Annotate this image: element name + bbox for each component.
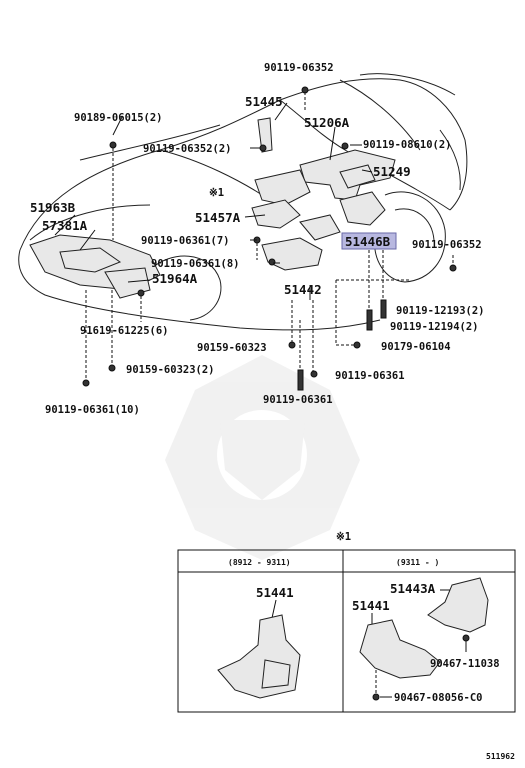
diagram-id: 511962 — [486, 752, 515, 761]
label-90119-12193: 90119-12193(2) — [396, 305, 485, 317]
part-51445-stay[interactable] — [257, 117, 273, 153]
label-90119-06361-7: 90119-06361(7) — [141, 235, 230, 247]
label-57381A: 57381A — [42, 218, 88, 233]
part-51441-right-cover[interactable] — [359, 619, 441, 679]
label-90119-08610: 90119-08610(2) — [363, 139, 452, 151]
inset-label-51443A: 51443A — [390, 581, 436, 596]
leader-lines — [54, 92, 454, 380]
part-51457A-cover[interactable] — [251, 199, 301, 229]
inset-panel: ※1 (8912 - 9311) (9311 - ) 51441 51443A … — [177, 531, 516, 713]
watermark-logo — [165, 355, 360, 560]
inset-right-range: (9311 - ) — [396, 558, 439, 567]
part-labels: 90119-06352 51445 51206A 90189-06015(2) … — [30, 62, 485, 416]
label-91619-61225: 91619-61225(6) — [80, 325, 169, 337]
part-51441-left-cover[interactable] — [217, 614, 301, 699]
label-90119-06361-a: 90119-06361 — [335, 370, 405, 382]
label-90159-60323-2: 90159-60323(2) — [126, 364, 215, 376]
label-51445: 51445 — [245, 94, 283, 109]
highlight-51446B — [341, 232, 397, 250]
note-mark-1: ※1 — [209, 187, 224, 199]
label-51457A: 51457A — [195, 210, 241, 225]
label-90189-06015: 90189-06015(2) — [74, 112, 163, 124]
part-51442-bracket[interactable] — [339, 191, 386, 226]
label-90119-06352-top: 90119-06352 — [264, 62, 334, 74]
inset-left-range: (8912 - 9311) — [228, 558, 291, 567]
label-90119-12194: 90119-12194(2) — [390, 321, 479, 333]
inset-label-51441-right: 51441 — [352, 598, 390, 613]
inset-note-mark: ※1 — [336, 531, 351, 543]
label-51206A: 51206A — [304, 115, 350, 130]
inset-label-90467-11038: 90467-11038 — [430, 658, 500, 670]
label-90119-06352-right: 90119-06352 — [412, 239, 482, 251]
inset-label-51441-left: 51441 — [256, 585, 294, 600]
part-51446B-cover[interactable] — [261, 214, 341, 271]
label-90119-06361-10: 90119-06361(10) — [45, 404, 140, 416]
part-51443A-cover[interactable] — [427, 577, 489, 633]
label-51442: 51442 — [284, 282, 322, 297]
label-51249: 51249 — [373, 164, 411, 179]
label-90119-06361-8: 90119-06361(8) — [151, 258, 240, 270]
label-90119-06361-b: 90119-06361 — [263, 394, 333, 406]
label-90179-06104: 90179-06104 — [381, 341, 451, 353]
label-51446B: 51446B — [345, 234, 391, 249]
inset-label-90467-08056: 90467-08056-C0 — [394, 692, 483, 704]
label-51963B: 51963B — [30, 200, 76, 215]
label-51964A: 51964A — [152, 271, 198, 286]
label-90159-60323: 90159-60323 — [197, 342, 267, 354]
label-90119-06352-2: 90119-06352(2) — [143, 143, 232, 155]
